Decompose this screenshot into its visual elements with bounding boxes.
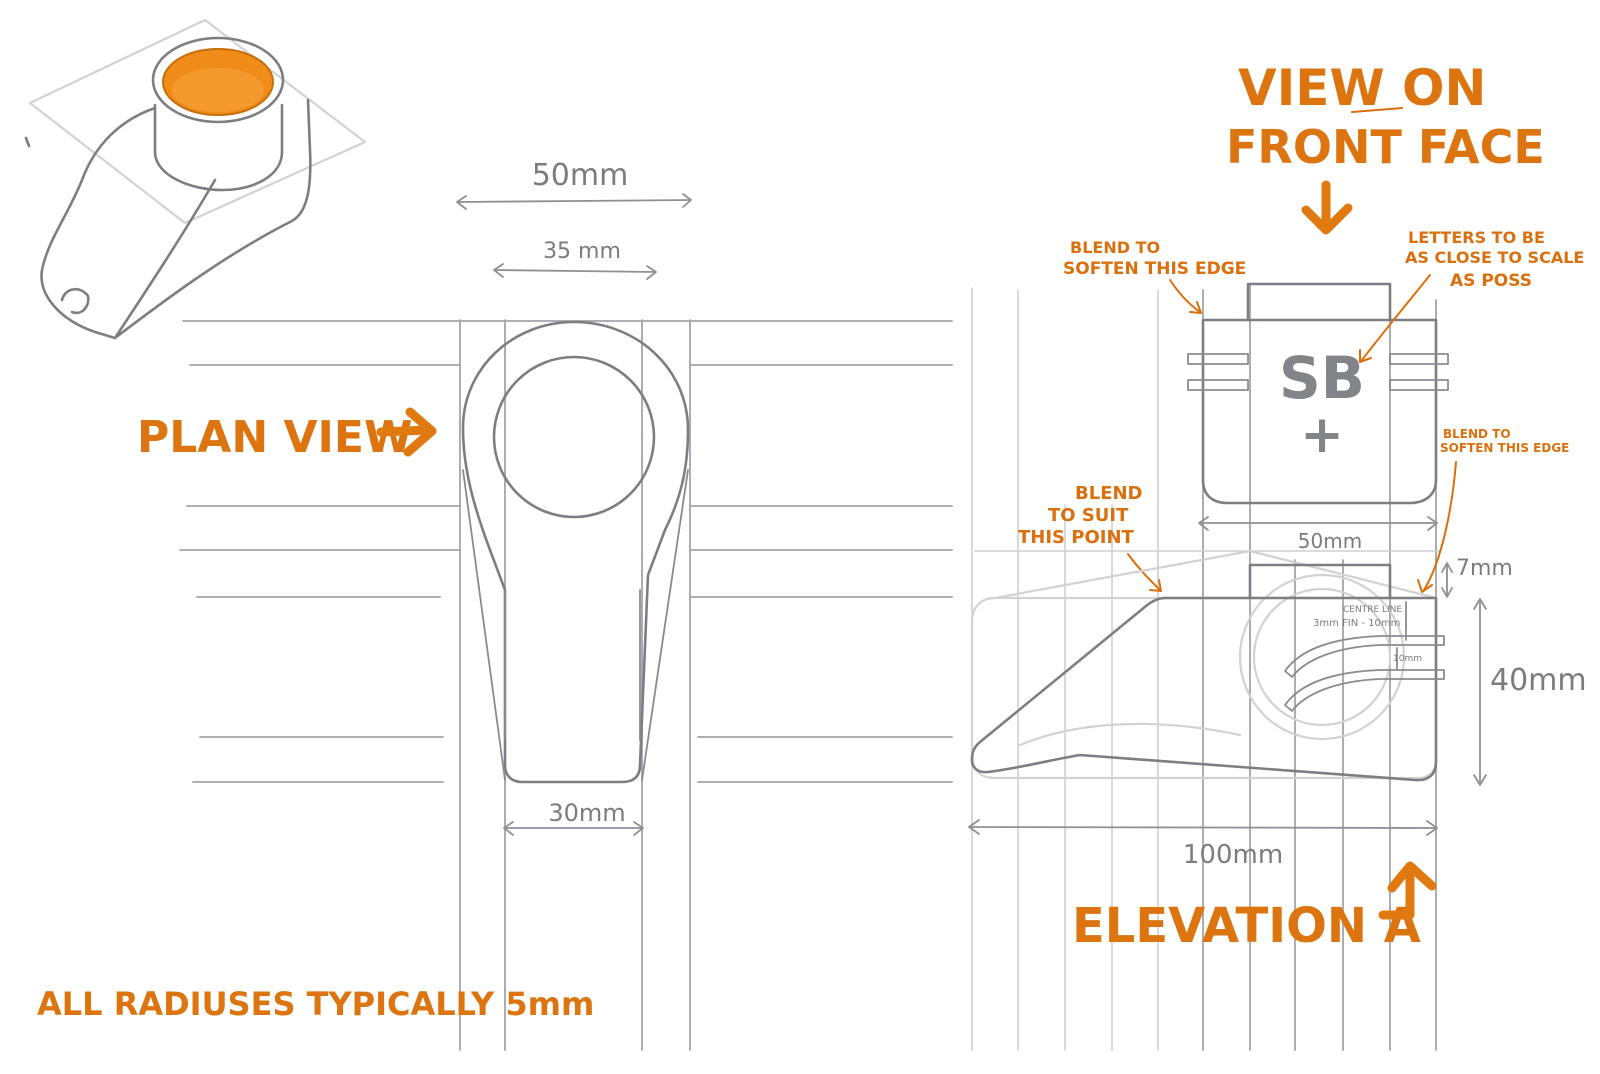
blend-top-line1: BLEND TO <box>1070 238 1160 257</box>
blend-suit-leader <box>1127 553 1161 591</box>
plan-dim-50 <box>456 193 692 210</box>
logo-plus-icon: + <box>1300 405 1344 465</box>
arrow-up-icon <box>1378 861 1437 920</box>
elev-dim-7-label: 7mm <box>1456 556 1513 581</box>
plan-dim-35 <box>493 263 657 280</box>
plan-view-label: PLAN VIEW <box>137 412 413 463</box>
blend-suit-line3: THIS POINT <box>1018 527 1135 548</box>
isometric-part-sketch <box>24 18 367 340</box>
letters-line3: AS POSS <box>1450 271 1532 291</box>
front-dim-50 <box>1198 516 1438 531</box>
elevation-a-view <box>970 549 1445 782</box>
elevation-a-label: ELEVATION A <box>1072 898 1421 954</box>
blend-suit-line1: BLEND <box>1075 483 1143 504</box>
elev-dim-7 <box>1441 562 1453 598</box>
fin-note-label: 3mm FIN - 10mm <box>1313 618 1400 629</box>
blend-suit-line2: TO SUIT <box>1048 505 1129 526</box>
letters-line1: LETTERS TO BE <box>1408 228 1545 247</box>
plan-dim-30 <box>503 821 644 836</box>
blend-top-leader <box>1169 279 1201 313</box>
blend-side-line1: BLEND TO <box>1443 427 1511 441</box>
radiuses-note: ALL RADIUSES TYPICALLY 5mm <box>37 985 594 1023</box>
front-face-view <box>1187 282 1449 505</box>
view-on-label: VIEW ON <box>1238 59 1486 117</box>
logo-letters: SB <box>1279 344 1365 412</box>
elev-dim-40-label: 40mm <box>1490 663 1587 698</box>
plan-view-outline <box>461 320 690 784</box>
plan-view-guides <box>179 319 953 1051</box>
elev-dim-100 <box>968 819 1438 836</box>
front-dim-50-label: 50mm <box>1298 529 1362 553</box>
elev-dim-100-label: 100mm <box>1183 840 1283 870</box>
front-face-label: FRONT FACE <box>1226 120 1545 174</box>
fin-spacing-label: 10mm <box>1393 654 1422 664</box>
letters-leader <box>1361 274 1431 361</box>
arrow-down-icon <box>1301 180 1353 235</box>
blend-top-line2: SOFTEN THIS EDGE <box>1063 259 1246 279</box>
plan-dim-50-label: 50mm <box>532 158 629 193</box>
plan-dim-35-label: 35 mm <box>543 239 621 264</box>
arrow-right-icon <box>376 407 437 457</box>
blend-side-leader <box>1423 461 1457 591</box>
view-on-underline <box>1351 107 1403 113</box>
elev-dim-40 <box>1473 598 1487 786</box>
blend-side-line2: SOFTEN THIS EDGE <box>1440 441 1569 455</box>
plan-dim-30-label: 30mm <box>548 799 625 827</box>
centre-line-label: CENTRE LINE <box>1343 605 1402 615</box>
letters-line2: AS CLOSE TO SCALE <box>1405 248 1584 267</box>
